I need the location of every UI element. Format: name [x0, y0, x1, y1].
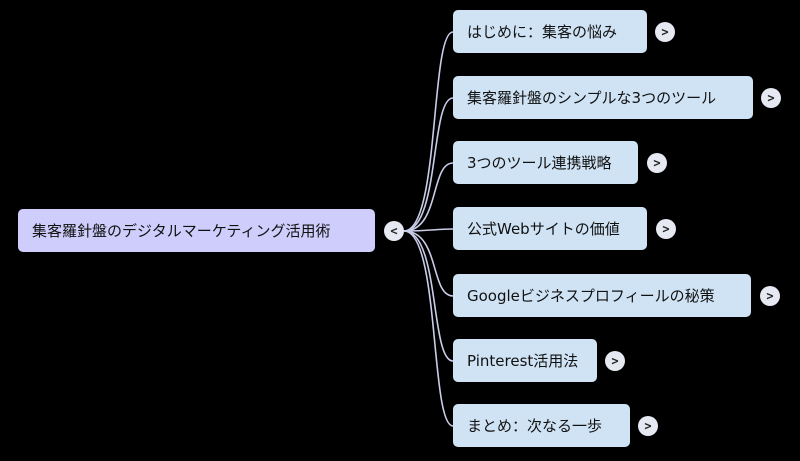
branch-node-intro[interactable]: はじめに：集客の悩み	[453, 10, 647, 53]
branch-label: まとめ：次なる一歩	[467, 417, 603, 435]
connector-5	[403, 230, 454, 297]
connector-3	[403, 162, 454, 232]
branch-label: 集客羅針盤のシンプルな3つのツール	[467, 89, 717, 107]
branch-node-three-tools[interactable]: 集客羅針盤のシンプルな3つのツール	[453, 76, 753, 119]
branch-label: はじめに：集客の悩み	[467, 23, 618, 41]
expand-toggle-icon[interactable]: >	[656, 219, 676, 239]
expand-toggle-icon[interactable]: >	[761, 88, 781, 108]
expand-toggle-icon[interactable]: >	[605, 351, 625, 371]
expand-toggle-icon[interactable]: >	[647, 153, 667, 173]
collapse-toggle-icon[interactable]: <	[384, 221, 404, 241]
root-node[interactable]: 集客羅針盤のデジタルマーケティング活用術	[18, 209, 375, 252]
expand-toggle-icon[interactable]: >	[760, 286, 780, 306]
branch-label: Pinterest活用法	[467, 352, 579, 370]
branch-node-summary[interactable]: まとめ：次なる一歩	[453, 404, 630, 447]
branch-label: Googleビジネスプロフィールの秘策	[467, 287, 715, 305]
connector-2	[403, 97, 454, 232]
branch-label: 3つのツール連携戦略	[467, 154, 612, 172]
expand-toggle-icon[interactable]: >	[638, 416, 658, 436]
branch-node-tool-strategy[interactable]: 3つのツール連携戦略	[453, 141, 638, 184]
root-label: 集客羅針盤のデジタルマーケティング活用術	[32, 222, 331, 240]
branch-node-google-business[interactable]: Googleビジネスプロフィールの秘策	[453, 274, 751, 317]
connector-6	[403, 230, 454, 362]
connector-1	[403, 31, 454, 232]
branch-node-pinterest[interactable]: Pinterest活用法	[453, 339, 597, 382]
branch-label: 公式Webサイトの価値	[467, 220, 620, 238]
branch-node-website-value[interactable]: 公式Webサイトの価値	[453, 207, 647, 250]
expand-toggle-icon[interactable]: >	[655, 22, 675, 42]
connector-7	[403, 230, 454, 427]
